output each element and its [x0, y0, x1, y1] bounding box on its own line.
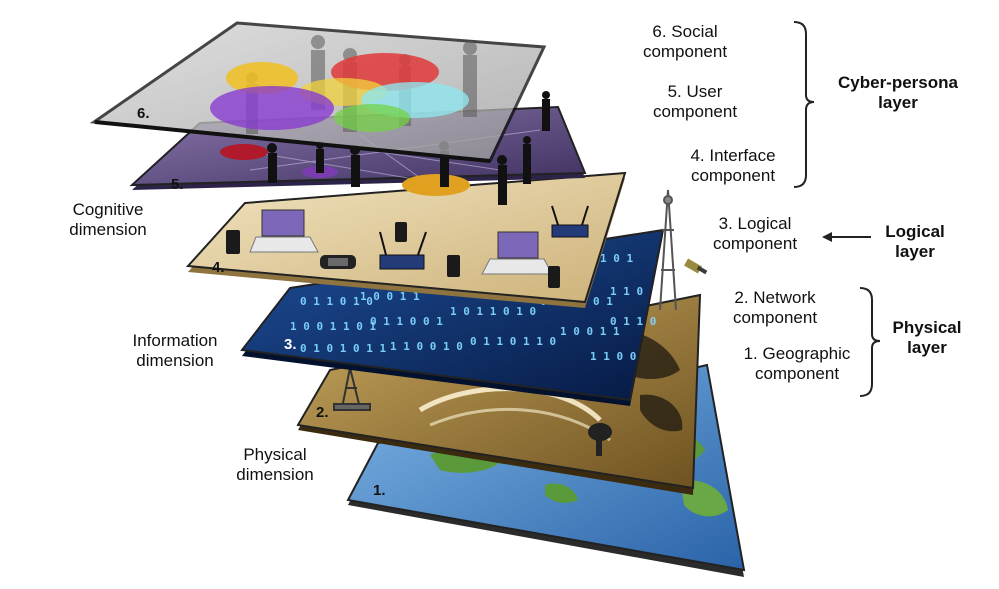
label-line: layer	[860, 242, 970, 262]
label-line: Logical	[860, 222, 970, 242]
svg-text:1 0 1 1 0 1 0: 1 0 1 1 0 1 0	[450, 305, 536, 318]
label-line: 1. Geographic	[722, 344, 872, 364]
svg-text:0 1 1 0 0 1: 0 1 1 0 0 1	[370, 315, 443, 328]
label-line: dimension	[115, 351, 235, 371]
label-line: component	[722, 364, 872, 384]
social-circle	[210, 86, 334, 130]
logical-component-label: 3. Logical component	[690, 214, 820, 254]
plate-social	[94, 23, 544, 161]
cyber-persona-layer-label: Cyber-persona layer	[818, 73, 978, 113]
label-line: component	[658, 166, 808, 186]
label-line: 3. Logical	[690, 214, 820, 234]
user-group-marker	[220, 144, 268, 160]
plate-number-6: 6.	[137, 104, 150, 124]
media-player-icon	[320, 255, 356, 269]
plate-number-2: 2.	[316, 403, 329, 423]
logical-layer-label: Logical layer	[860, 222, 970, 262]
plate-number-3: 3.	[284, 335, 297, 355]
satellite-icon	[684, 259, 707, 275]
label-line: Physical	[872, 318, 982, 338]
information-dimension-label: Information dimension	[115, 331, 235, 371]
label-line: 6. Social	[610, 22, 760, 42]
label-line: component	[610, 42, 760, 62]
plate-interface	[188, 173, 625, 308]
physical-dimension-label: Physical dimension	[215, 445, 335, 485]
cognitive-dimension-label: Cognitive dimension	[48, 200, 168, 240]
label-line: Physical	[215, 445, 335, 465]
label-line: 2. Network	[705, 288, 845, 308]
label-line: component	[620, 102, 770, 122]
svg-text:1 1 0: 1 1 0	[610, 285, 643, 298]
label-line: 4. Interface	[658, 146, 808, 166]
label-line: layer	[818, 93, 978, 113]
user-group-marker	[402, 174, 470, 196]
radio-tower-icon	[660, 190, 676, 310]
physical-layer-label: Physical layer	[872, 318, 982, 358]
svg-text:1 0 0 1 1 0 1: 1 0 0 1 1 0 1	[290, 320, 376, 333]
plate-number-5: 5.	[171, 175, 184, 195]
interface-component-label: 4. Interface component	[658, 146, 808, 186]
label-line: 5. User	[620, 82, 770, 102]
label-line: Cognitive	[48, 200, 168, 220]
svg-text:0 1 1 0: 0 1 1 0	[610, 315, 656, 328]
label-line: component	[690, 234, 820, 254]
label-line: Information	[115, 331, 235, 351]
user-component-label: 5. User component	[620, 82, 770, 122]
label-line: dimension	[48, 220, 168, 240]
svg-text:1 1 0 0 1 0: 1 1 0 0 1 0	[390, 340, 463, 353]
label-line: layer	[872, 338, 982, 358]
social-circle	[334, 104, 410, 132]
social-component-label: 6. Social component	[610, 22, 760, 62]
label-line: Cyber-persona	[818, 73, 978, 93]
geographic-component-label: 1. Geographic component	[722, 344, 872, 384]
plate-number-4: 4.	[212, 258, 225, 278]
svg-text:0 1 0 1 0 1 1: 0 1 0 1 0 1 1	[300, 342, 386, 355]
plate-number-1: 1.	[373, 481, 386, 501]
svg-text:0 1 1 0 1 1 0: 0 1 1 0 1 1 0	[470, 335, 556, 348]
network-component-label: 2. Network component	[705, 288, 845, 328]
label-line: component	[705, 308, 845, 328]
label-line: dimension	[215, 465, 335, 485]
svg-text:1 1 0 0: 1 1 0 0	[590, 350, 636, 363]
svg-text:1 0 1: 1 0 1	[600, 252, 633, 265]
